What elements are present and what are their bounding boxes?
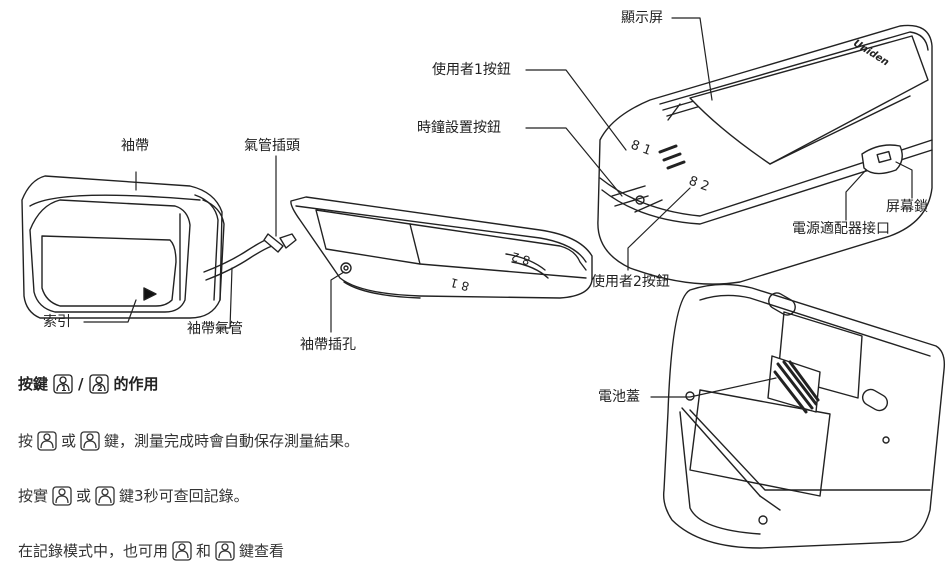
user2-key-icon <box>215 541 235 561</box>
right-key2-mark: 8 2 <box>687 174 712 195</box>
label-tube-plug: 氣管插頭 <box>244 138 300 154</box>
keys-function-heading: 按鍵 1 / 2 的作用 <box>18 373 159 394</box>
instruction-line-3: 在記錄模式中，也可用 和 鍵查看 <box>18 540 284 562</box>
index-triangle <box>143 287 157 301</box>
line3-part-c: 鍵查看 <box>239 542 285 560</box>
heading-suffix: 的作用 <box>113 375 159 393</box>
right-monitor-drawing: 8 1 8 2 <box>597 24 933 285</box>
user2-key-icon <box>80 431 100 451</box>
middle-monitor-drawing: 8 1 8 2 <box>290 196 593 299</box>
key1-mark: 8 1 <box>449 275 471 293</box>
label-battery-cover: 電池蓋 <box>598 389 640 405</box>
user1-key-icon <box>52 486 72 506</box>
instruction-line-2: 按實 或 鍵3秒可查回記錄。 <box>18 485 249 507</box>
user1-key-icon <box>37 431 57 451</box>
cuff-tube-drawing <box>203 233 297 281</box>
cuff-drawing <box>21 175 225 319</box>
line1-part-c: 鍵，測量完成時會自動保存測量結果。 <box>104 432 360 450</box>
label-cuff-jack: 袖帶插孔 <box>300 337 356 353</box>
label-screen-lock: 屏幕鎖 <box>886 199 928 215</box>
leader-lines <box>83 17 913 398</box>
label-user2-button: 使用者2按鈕 <box>591 274 670 290</box>
user1-key-icon: 1 <box>53 373 73 394</box>
line3-part-b: 和 <box>196 542 212 560</box>
label-cuff-tube: 袖帶氣管 <box>187 321 243 337</box>
svg-text:1: 1 <box>61 384 67 393</box>
label-adapter-port: 電源適配器接口 <box>792 221 890 237</box>
line2-part-a: 按實 <box>18 487 49 505</box>
line2-part-c: 鍵3秒可查回記錄。 <box>119 487 249 505</box>
user2-key-icon: 2 <box>88 373 109 394</box>
heading-slash: / <box>78 374 84 393</box>
user2-key-icon <box>95 486 115 506</box>
label-clock-button: 時鐘設置按鈕 <box>417 120 501 136</box>
right-key1-mark: 8 1 <box>629 138 654 159</box>
svg-text:2: 2 <box>97 384 103 393</box>
line2-part-b: 或 <box>76 487 92 505</box>
user1-key-icon <box>172 541 192 561</box>
battery-view-drawing <box>662 283 946 549</box>
line3-part-a: 在記錄模式中，也可用 <box>18 542 169 560</box>
line1-part-a: 按 <box>18 432 34 450</box>
label-cuff: 袖帶 <box>121 138 149 154</box>
line1-part-b: 或 <box>61 432 77 450</box>
label-user1-button: 使用者1按鈕 <box>432 62 511 78</box>
label-display: 顯示屏 <box>621 10 663 26</box>
heading-prefix: 按鍵 <box>18 375 49 393</box>
key2-mark: 8 2 <box>510 249 532 267</box>
instruction-line-1: 按 或 鍵，測量完成時會自動保存測量結果。 <box>18 430 359 452</box>
label-index: 索引 <box>43 314 71 330</box>
